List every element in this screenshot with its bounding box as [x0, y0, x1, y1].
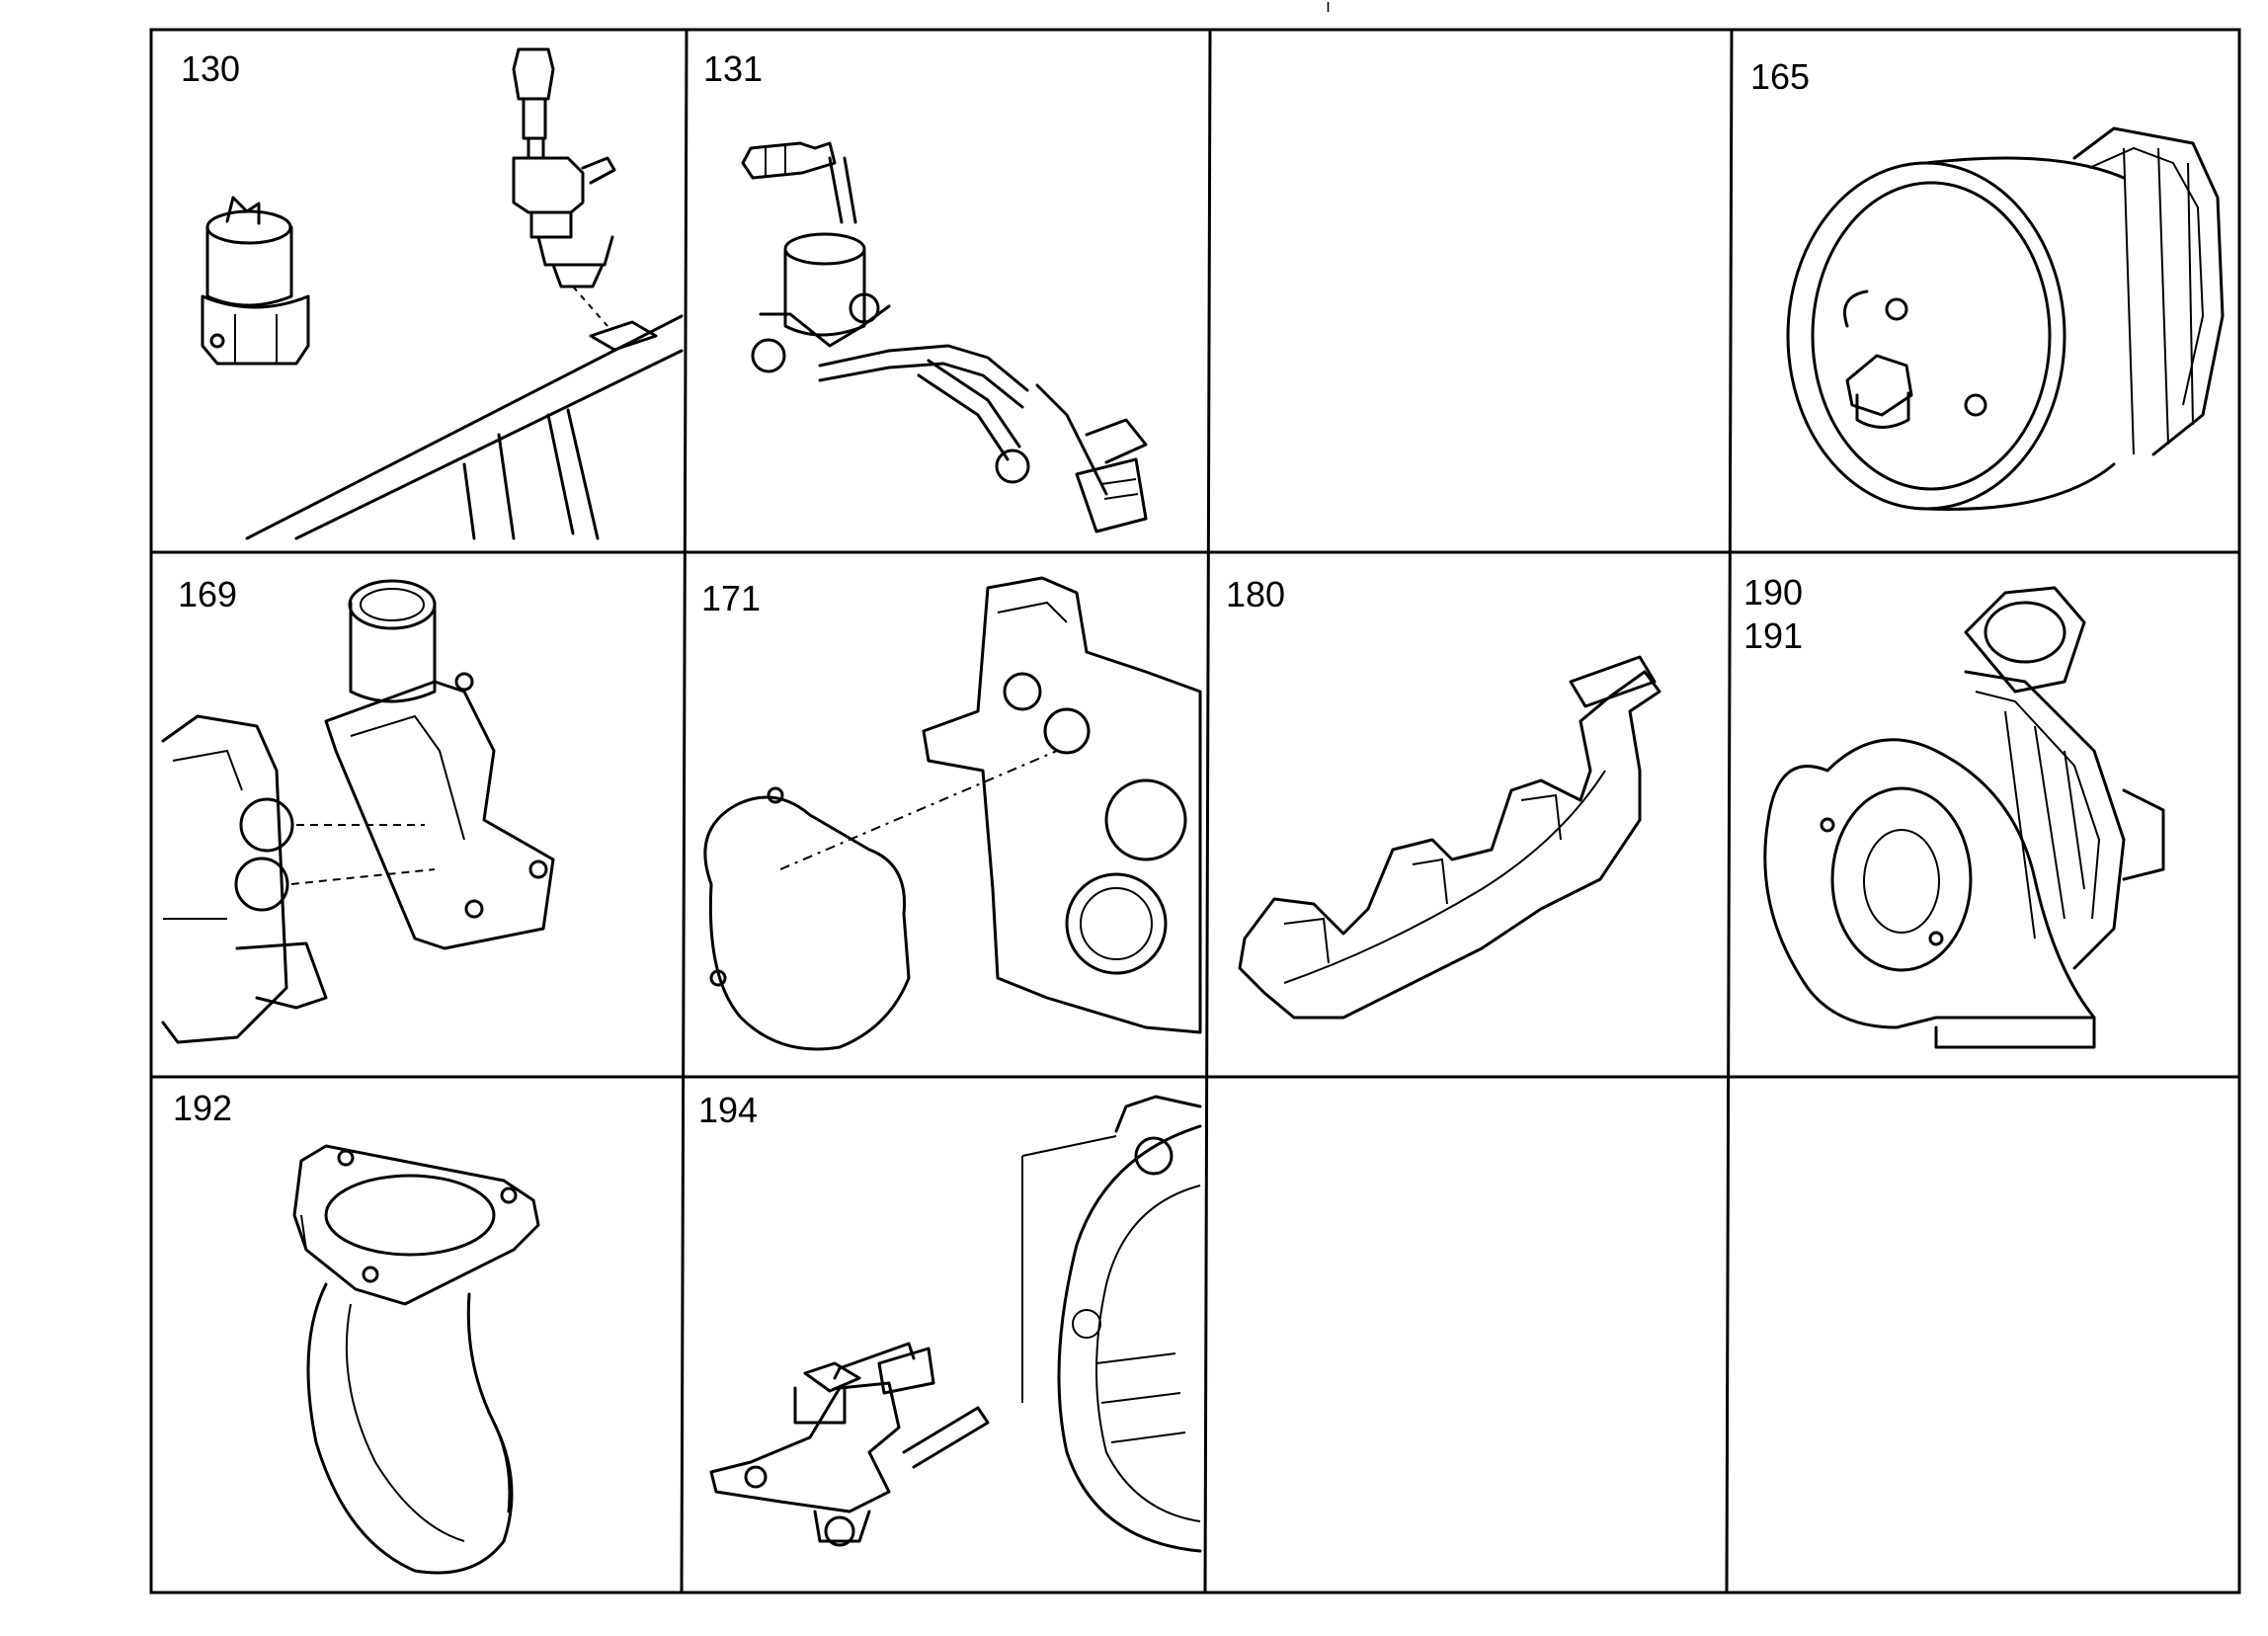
part-169-illustration — [161, 579, 555, 1044]
cell-label-171: 171 — [701, 578, 762, 618]
part-180-illustration — [1238, 655, 1661, 1020]
part-192-illustration — [292, 1144, 540, 1575]
cell-label-165: 165 — [1750, 56, 1811, 97]
top-mark: ı — [1326, 0, 1332, 16]
part-130-illustration — [201, 47, 684, 540]
part-190-191-illustration — [1763, 586, 2165, 1049]
cell-label-130: 130 — [181, 48, 241, 89]
cell-label-192: 192 — [173, 1088, 233, 1128]
cell-label-180: 180 — [1226, 574, 1286, 614]
cell-label-194: 194 — [698, 1090, 759, 1130]
cell-label-190-191: 190 191 — [1743, 572, 1804, 656]
part-165-illustration — [1786, 126, 2225, 511]
cell-label-169: 169 — [178, 574, 238, 614]
cell-label-131: 131 — [703, 48, 764, 89]
part-194-illustration — [709, 1095, 1202, 1553]
part-171-illustration — [703, 576, 1202, 1051]
grid-lines — [149, 28, 2241, 1595]
part-131-illustration — [741, 141, 1148, 533]
